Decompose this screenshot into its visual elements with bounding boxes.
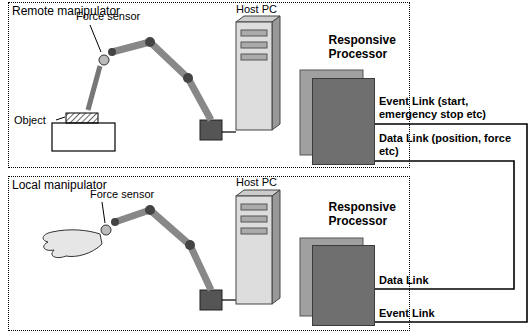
part-label: Object [14,114,46,127]
leader-line [90,25,101,52]
part-label: Host PC [236,3,277,16]
processor-box: Responsive Processor [312,78,375,165]
leader-line [56,117,65,120]
cable [222,131,236,132]
region-box: Local manipulatorResponsive Processor [8,176,410,331]
remote-robot-arm [88,37,222,140]
part-label: Host PC [236,176,277,189]
pc-tower [236,16,280,130]
link-label: Data Link [379,274,429,287]
part-label: Force sensor [76,10,140,23]
link-label: Event Link [379,307,435,320]
local-robot-arm [43,205,222,310]
table [52,123,115,151]
object [66,113,98,123]
cable [222,299,236,300]
link-line [375,161,515,289]
processor-label: Responsive Processor [329,200,409,228]
link-label: Data Link (position, force etc) [379,132,529,158]
link-label: Event Link (start, emergency stop etc) [379,95,529,121]
region-box: Remote manipulatorResponsive Processor [8,2,410,168]
processor-box: Responsive Processor [312,245,375,326]
pc-tower [236,190,280,304]
leader-line [102,202,105,223]
processor-label: Responsive Processor [329,33,409,61]
part-label: Force sensor [90,188,154,201]
